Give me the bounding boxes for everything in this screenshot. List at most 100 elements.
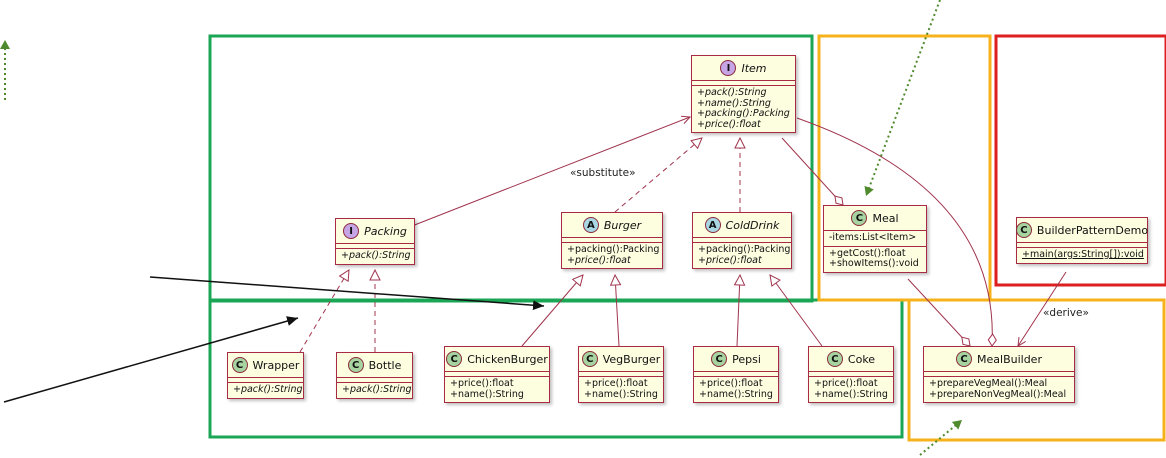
- class-icon: C: [347, 357, 364, 373]
- class-name: Packing: [364, 224, 407, 238]
- class-name: Coke: [847, 352, 876, 366]
- realization-burger-item: [614, 138, 702, 213]
- class-name: ChickenBurger: [467, 352, 548, 366]
- class-colddrink: A ColdDrink +packing():Packing +price():f…: [692, 212, 792, 269]
- fields-section: [809, 372, 893, 377]
- class-wrapper: C Wrapper +pack():String: [227, 352, 304, 399]
- class-vegburger: C VegBurger +price():float +name():String: [578, 346, 664, 403]
- methods-section: +price():float +name():String: [809, 377, 893, 402]
- green-group-box-bottom: [208, 298, 904, 439]
- class-icon: C: [231, 357, 248, 373]
- method: +prepareVegMeal():Meal: [929, 378, 1048, 389]
- method: +packing():Packing: [697, 108, 790, 119]
- orange-group-box-meal: [817, 34, 992, 302]
- red-group-box-demo: [994, 34, 1166, 287]
- class-icon: C: [1015, 222, 1032, 238]
- aggregation-item-meal: [781, 137, 844, 206]
- class-pepsi: C Pepsi +price():float +name():String: [693, 346, 779, 403]
- fields-section: [693, 238, 791, 243]
- methods-section: +pack():String: [337, 383, 412, 398]
- class-icon: C: [581, 351, 598, 367]
- abstract-icon: A: [582, 217, 599, 233]
- fields-section: [924, 372, 1074, 377]
- aggregation-item-mealbuilder: [796, 117, 997, 347]
- field: -items:List<Item>: [829, 232, 917, 243]
- fields-section: [336, 244, 414, 249]
- realization-wrapper-packing: [299, 270, 349, 353]
- method: +packing():Packing: [698, 244, 791, 255]
- abstract-icon: A: [704, 217, 721, 233]
- substitute-label: «substitute»: [570, 167, 636, 179]
- method: +price():float: [699, 378, 763, 389]
- association-packing-item: [411, 117, 690, 227]
- class-name: VegBurger: [602, 352, 661, 366]
- fields-section: [692, 81, 795, 86]
- class-icon: C: [851, 210, 868, 226]
- pointer-arrow-diagonal: [3, 316, 299, 403]
- method: +price():float: [584, 378, 648, 389]
- method: +name():String: [697, 97, 771, 109]
- interface-icon: I: [343, 223, 360, 239]
- methods-section: +pack():String: [336, 249, 414, 264]
- class-coke: C Coke +price():float +name():String: [808, 346, 894, 403]
- methods-section: +pack():String +name():String +packing()…: [692, 86, 795, 132]
- method: +price():float: [697, 118, 761, 130]
- methods-section: +price():float +name():String: [579, 377, 663, 402]
- methods-section: +price():float +name():String: [694, 377, 778, 402]
- class-name: Wrapper: [252, 358, 300, 372]
- annotation-arrow-to-builder: [919, 419, 963, 456]
- fields-section: [562, 238, 662, 243]
- class-name: Burger: [603, 218, 642, 232]
- generalization-pepsi-colddrink: [737, 275, 740, 347]
- fields-section: [337, 378, 412, 383]
- methods-section: +pack():String: [228, 383, 303, 398]
- class-icon: C: [446, 351, 463, 367]
- class-chickenburger: C ChickenBurger +price():float +name():St…: [444, 346, 550, 403]
- fields-section: [579, 372, 663, 377]
- method: +prepareNonVegMeal():Meal: [929, 388, 1067, 400]
- fields-section: -items:List<Item>: [824, 231, 926, 247]
- method: +price():float: [698, 254, 762, 266]
- class-icon: C: [711, 351, 728, 367]
- methods-section: +packing():Packing +price():float: [562, 243, 662, 268]
- method: +showItems():void: [829, 258, 919, 269]
- method: +price():float: [450, 378, 514, 389]
- fields-section: [445, 372, 549, 377]
- class-name: MealBuilder: [977, 352, 1042, 366]
- method: +pack():String: [342, 384, 412, 395]
- method: +name():String: [699, 388, 773, 400]
- method: +main(args:String[]):void: [1022, 249, 1144, 260]
- fields-section: [228, 378, 303, 383]
- method: +name():String: [814, 388, 888, 400]
- methods-section: +prepareVegMeal():Meal +prepareNonVegMea…: [924, 377, 1074, 402]
- method: +price():float: [814, 378, 878, 389]
- class-name: Meal: [872, 211, 899, 225]
- class-icon: C: [826, 351, 843, 367]
- method: +pack():String: [697, 87, 767, 98]
- orange-group-box-builder: [907, 298, 1166, 442]
- method: +price():float: [567, 254, 631, 266]
- fields-section: [694, 372, 778, 377]
- generalization-chickenburger-burger: [521, 275, 583, 347]
- class-name: Item: [741, 61, 767, 75]
- class-bottle: C Bottle +pack():String: [336, 352, 413, 399]
- class-name: Bottle: [368, 358, 402, 372]
- method: +pack():String: [341, 250, 411, 261]
- derive-label: «derive»: [1043, 307, 1089, 319]
- generalization-vegburger-burger: [615, 275, 619, 347]
- fields-section: [1017, 243, 1147, 248]
- class-name: ColdDrink: [725, 218, 780, 232]
- class-burger: A Burger +packing():Packing +price():floa…: [561, 212, 663, 269]
- generalization-coke-colddrink: [770, 275, 823, 347]
- method: +name():String: [584, 388, 658, 400]
- annotation-arrow-to-meal: [864, 0, 941, 197]
- methods-section: +price():float +name():String: [445, 377, 549, 402]
- class-name: Pepsi: [732, 352, 761, 366]
- derive-demo-mealbuilder: [1018, 271, 1067, 346]
